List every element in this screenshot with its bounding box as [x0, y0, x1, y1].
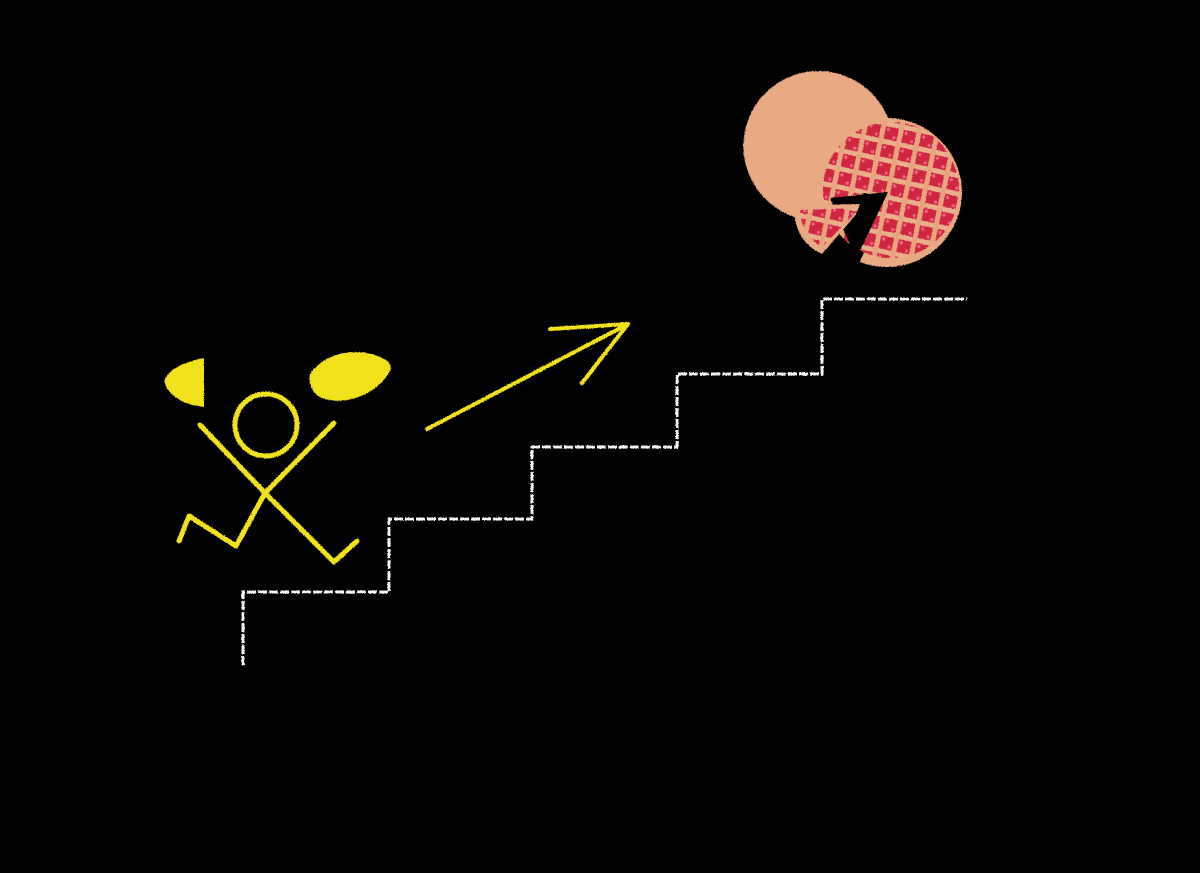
lemon-icon	[309, 352, 391, 401]
staircase-icon	[241, 297, 967, 665]
cherry-pie-icon	[743, 70, 962, 268]
up-arrow-icon	[425, 322, 630, 431]
stick-figure-icon	[176, 391, 360, 565]
lemon-half-icon	[164, 358, 206, 407]
